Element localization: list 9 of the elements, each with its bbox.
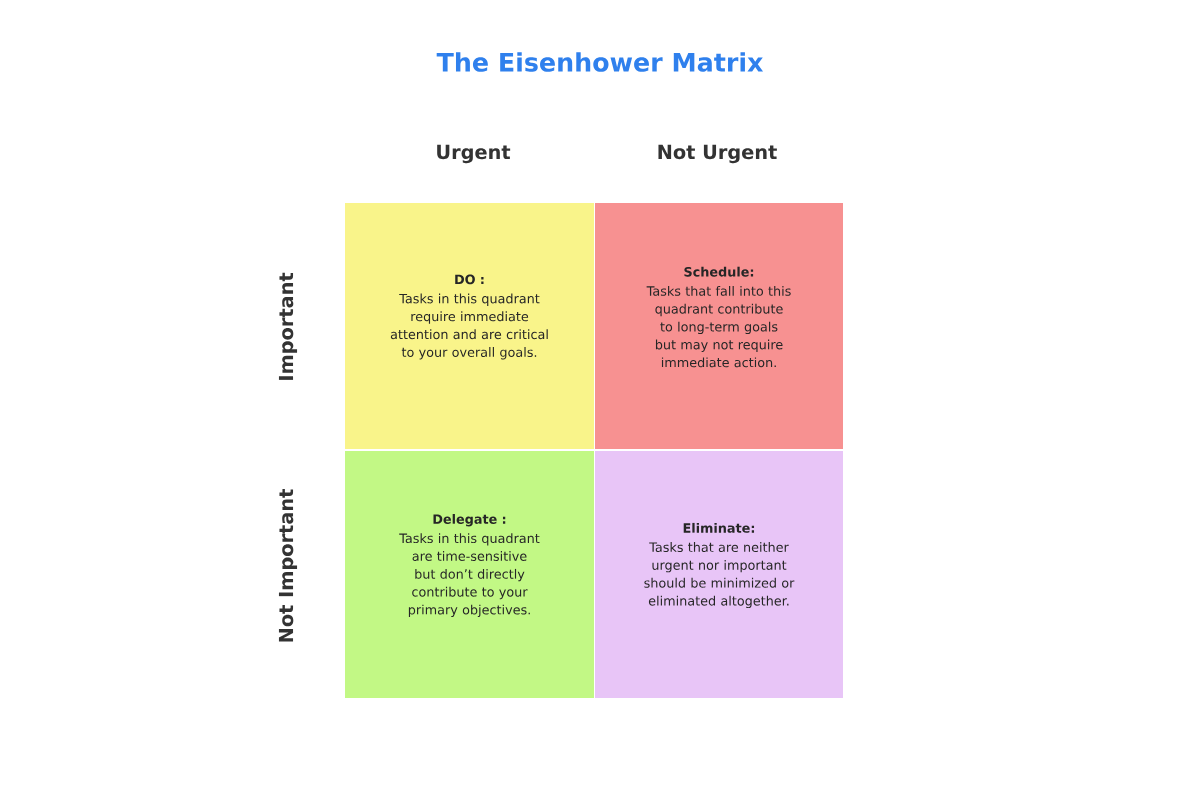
title: The Eisenhower Matrix <box>436 52 764 72</box>
axis-label: Not Urgent <box>658 144 777 164</box>
axis-label: Urgent <box>437 144 511 164</box>
quadrant-box: Schedule: Tasks that fall into this quadrant contribute to long-term goals but may not require immediate action. <box>595 203 843 449</box>
axis-label: Not Important <box>278 489 298 642</box>
axis-label: Important <box>278 272 298 380</box>
quadrant-box: DO : Tasks in this quadrant require immediate attention and are critical to your overall goals. <box>345 203 594 449</box>
quadrant-box: Eliminate: Tasks that are neither urgent nor important should be minimized or eliminated altogether. <box>595 451 843 698</box>
quadrant-box: Delegate : Tasks in this quadrant are time-sensitive but don’t directly contribute to your primary objectives. <box>345 451 594 698</box>
